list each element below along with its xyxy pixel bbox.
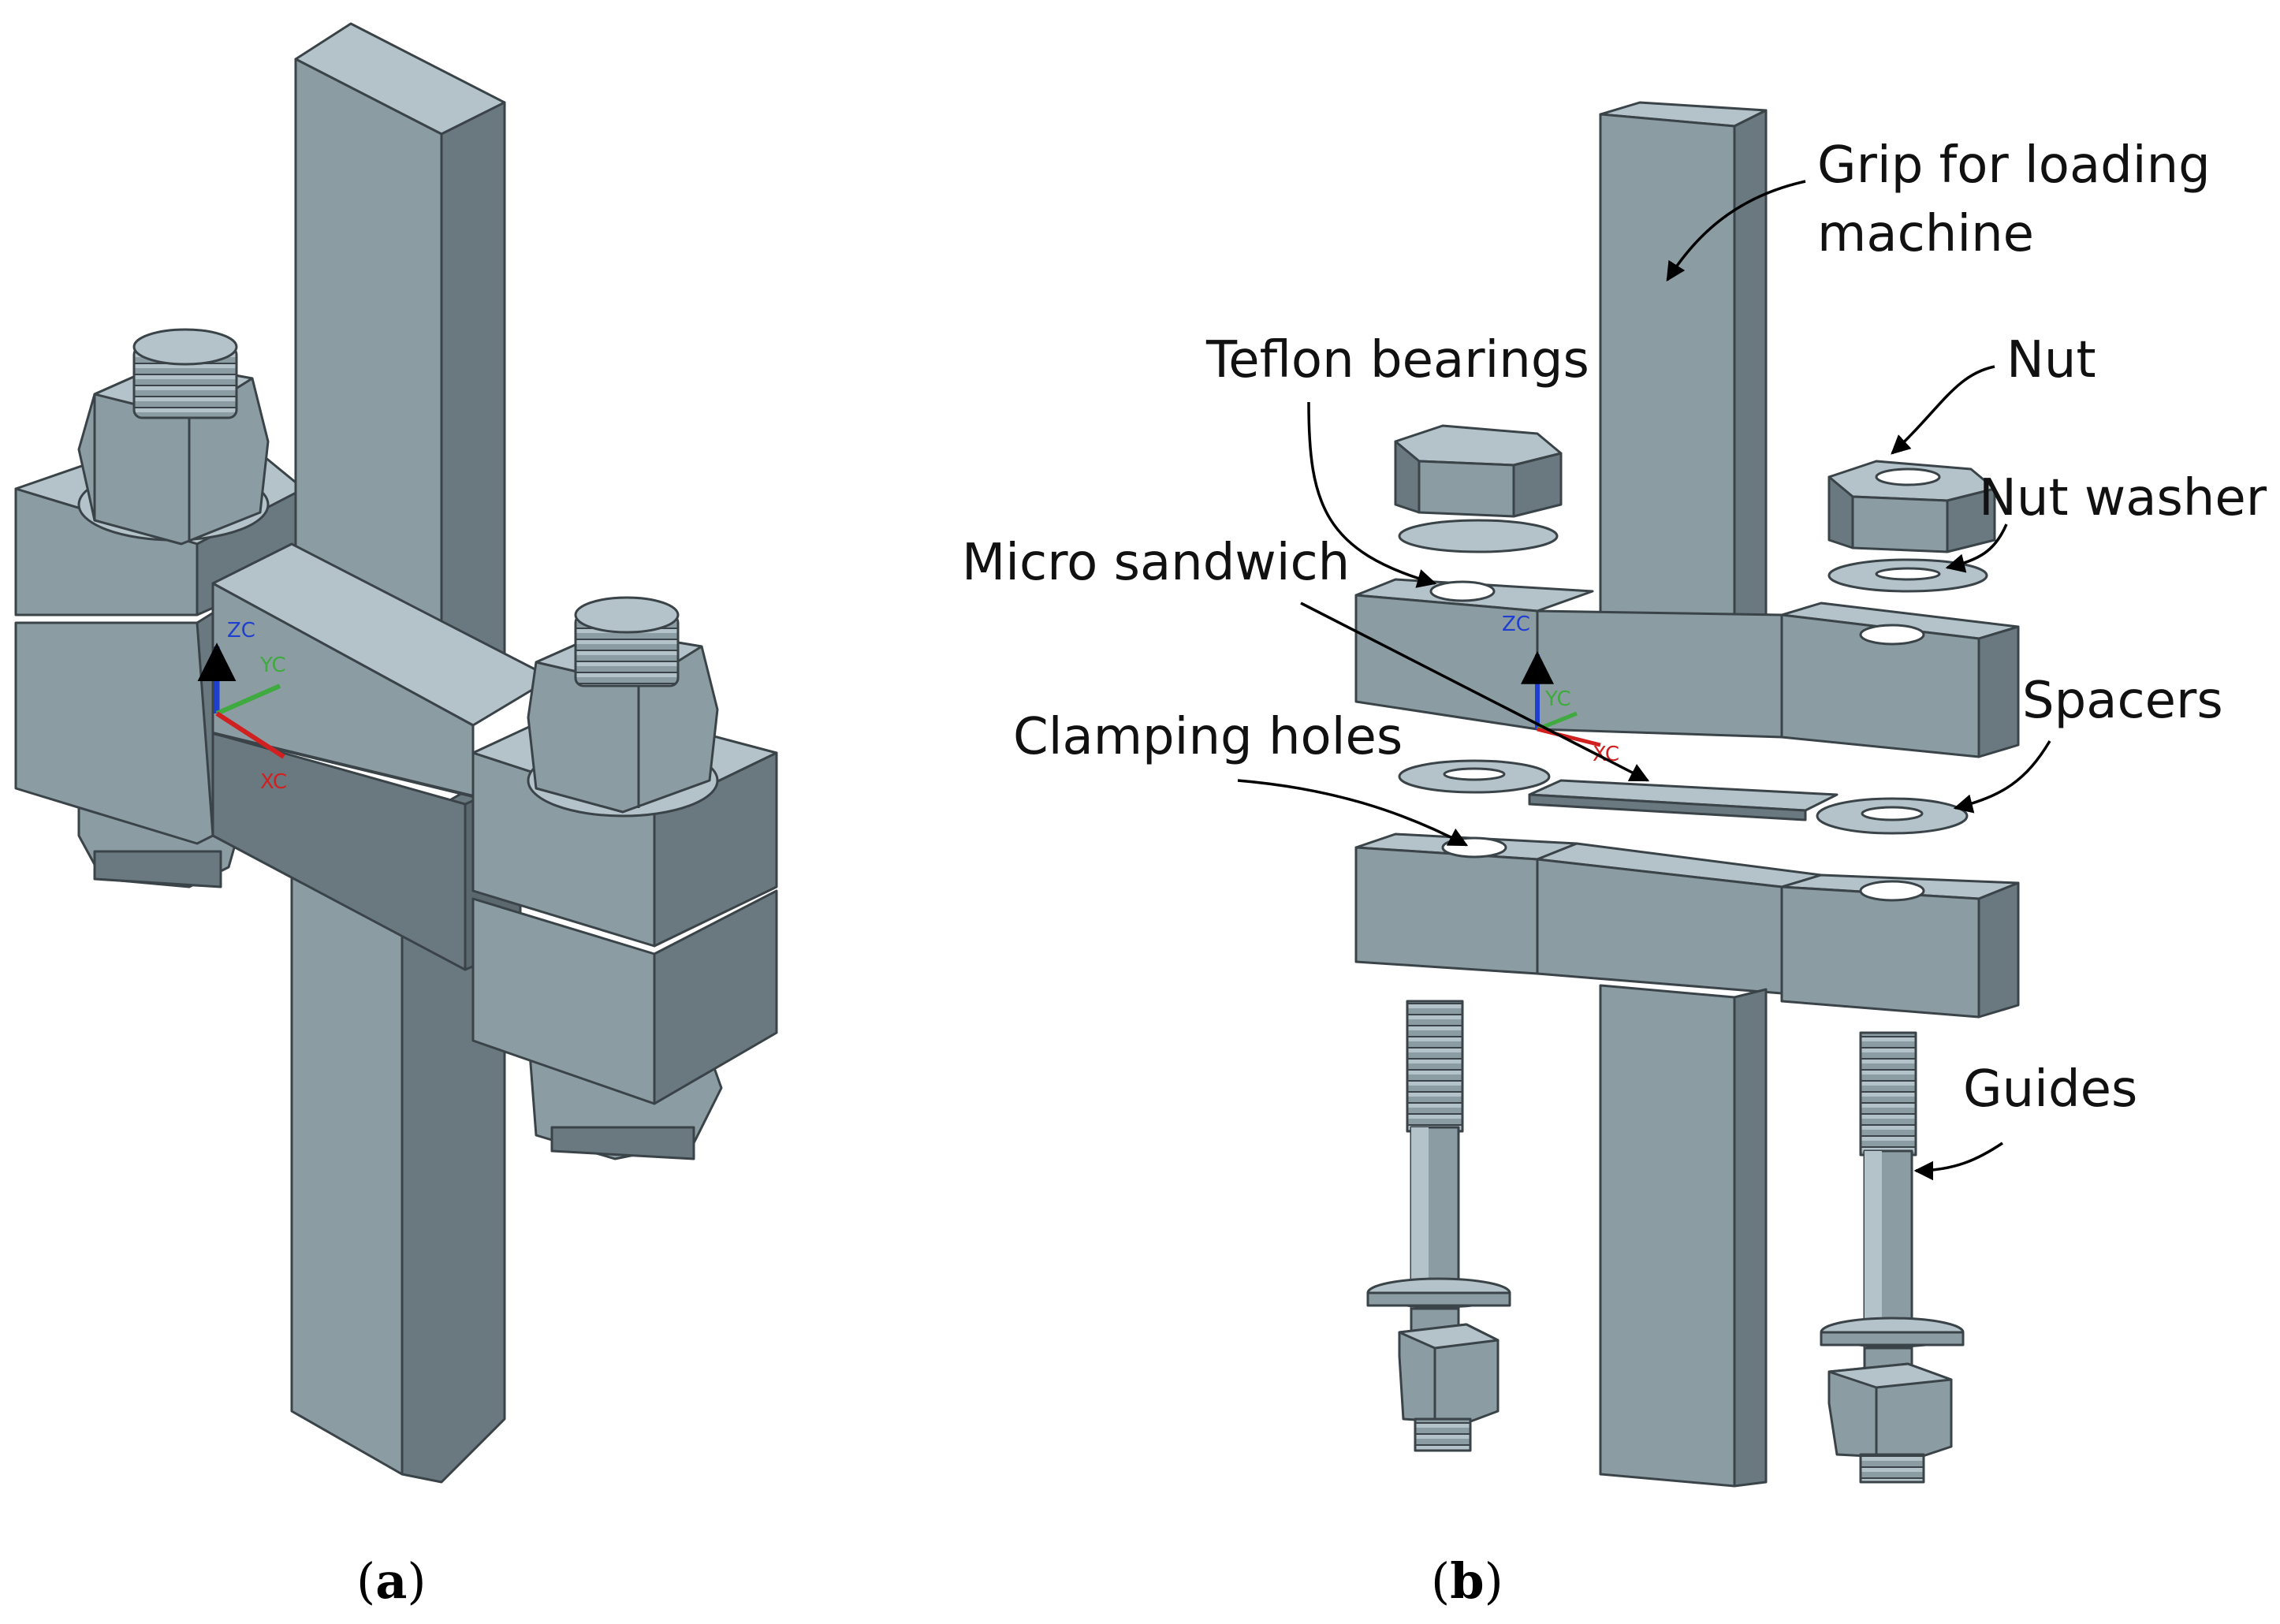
b-upper-clamp-body <box>1354 578 2020 758</box>
callout-arrows <box>1237 180 2051 1181</box>
b-spacer-left <box>1398 759 1551 794</box>
label-grip-line2: machine <box>1817 205 2035 263</box>
b-spacer-right <box>1816 797 1969 835</box>
caption-b-letter: b <box>1450 1552 1485 1610</box>
b-axis-triad: ZC YC XC <box>1502 613 1619 766</box>
caption-a: (a) <box>356 1557 427 1606</box>
label-nut-washer: Nut washer <box>1979 469 2267 527</box>
a-axis-triad: ZC YC XC <box>197 619 287 794</box>
label-spacers: Spacers <box>2022 672 2223 730</box>
label-clamping-holes: Clamping holes <box>1013 708 1403 766</box>
label-teflon-bearings: Teflon bearings <box>1206 331 1589 389</box>
a-top-nut-left <box>77 328 270 546</box>
panel-a-assembled <box>14 22 778 1484</box>
a-center-clamp-bar <box>211 542 553 798</box>
b-lower-grip-bar <box>1599 984 1768 1488</box>
a-axis-y-label: YC <box>259 654 286 677</box>
arrow-micro-sandwich <box>1300 602 1650 782</box>
b-lower-clamp-body <box>1354 832 2020 1019</box>
caption-a-letter: a <box>375 1552 408 1610</box>
b-top-nut-left <box>1394 424 1563 553</box>
caption-a-close: ) <box>407 1552 427 1610</box>
label-micro-sandwich: Micro sandwich <box>962 534 1350 592</box>
caption-b-open: ( <box>1431 1552 1451 1610</box>
caption-b: (b) <box>1431 1557 1503 1606</box>
label-guides: Guides <box>1963 1060 2138 1119</box>
b-guide-bolt-left <box>1366 1000 1511 1452</box>
a-upper-grip-bar <box>294 22 506 695</box>
b-micro-sandwich <box>1528 779 1839 821</box>
b-top-nut-right <box>1827 460 1996 593</box>
arrow-nut-washer <box>1945 523 2008 573</box>
arrow-grip <box>1666 180 1806 282</box>
b-upper-grip-bar <box>1599 101 1768 616</box>
b-axis-z-label: ZC <box>1502 613 1530 636</box>
a-lower-right-block <box>471 889 778 1105</box>
b-axis-y-label: YC <box>1544 687 1571 711</box>
arrow-clamping-holes <box>1237 779 1469 847</box>
a-axis-x-label: XC <box>260 770 287 794</box>
a-top-nut-right <box>527 596 719 818</box>
caption-a-open: ( <box>356 1552 376 1610</box>
a-axis-z-label: ZC <box>227 619 255 643</box>
arrow-guides <box>1913 1142 2003 1181</box>
label-grip-line1: Grip for loading <box>1817 136 2211 195</box>
label-nut: Nut <box>2006 331 2096 389</box>
arrow-teflon <box>1307 401 1437 588</box>
arrow-nut <box>1891 365 1995 455</box>
caption-b-close: ) <box>1484 1552 1503 1610</box>
b-guide-bolt-right <box>1820 1031 1965 1484</box>
panel-b-exploded <box>1354 101 2020 1488</box>
arrow-spacers <box>1953 740 2051 814</box>
